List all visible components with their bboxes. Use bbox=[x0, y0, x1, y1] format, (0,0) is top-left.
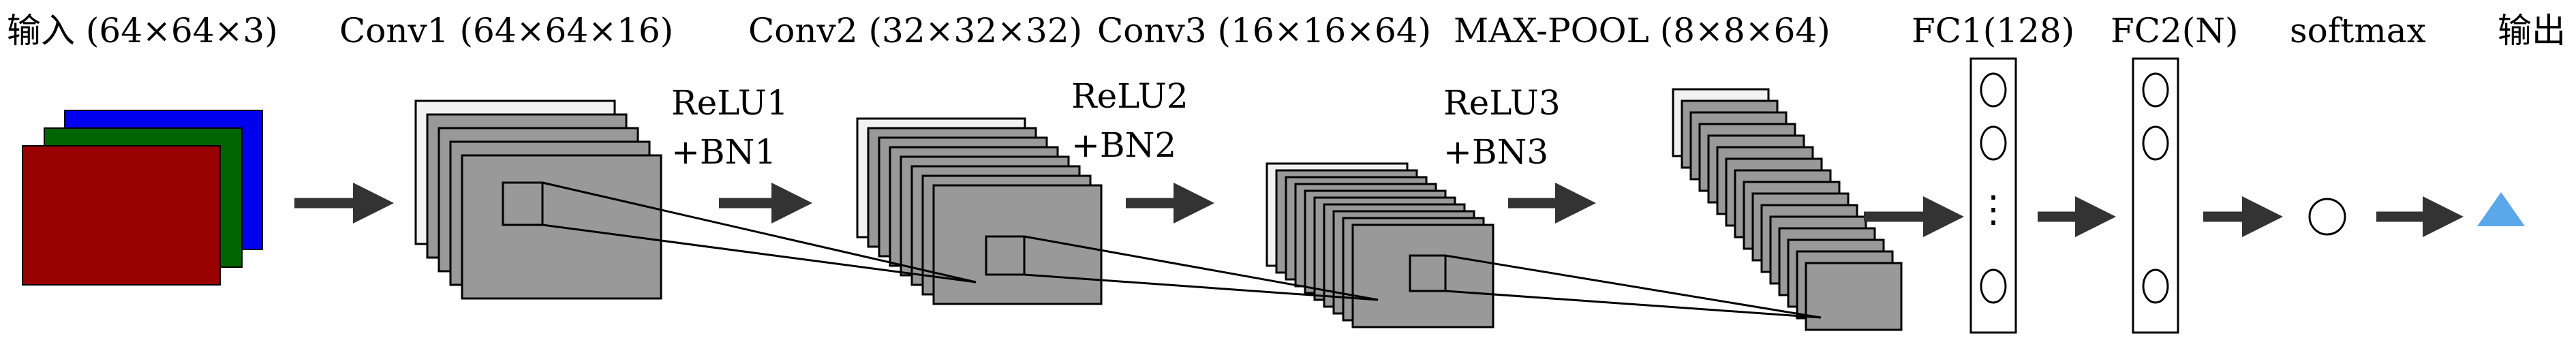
label-input: 输入 (64×64×3) bbox=[7, 11, 278, 50]
conv1-kernel-box bbox=[502, 181, 544, 226]
op1-relu-label: ReLU1 bbox=[671, 83, 788, 123]
op2-bn-label: +BN2 bbox=[1071, 125, 1176, 165]
fc2-neuron bbox=[2142, 268, 2169, 304]
fc2-neuron bbox=[2142, 72, 2169, 108]
fc1-neuron bbox=[1980, 72, 2007, 108]
conv3-projection-line-top bbox=[1445, 254, 1822, 319]
conv3-projection-line-bottom bbox=[1445, 290, 1822, 319]
conv1-projection-line-top bbox=[542, 181, 977, 283]
conv3-kernel-box bbox=[1409, 254, 1447, 292]
label-fc2: FC2(N) bbox=[2111, 11, 2239, 50]
label-maxpool: MAX-POOL (8×8×64) bbox=[1454, 11, 1830, 50]
conv3-map bbox=[1351, 224, 1494, 328]
fc1-layer: ⋮ bbox=[1969, 57, 2017, 334]
conv2-kernel-box bbox=[985, 235, 1026, 276]
label-softmax: softmax bbox=[2290, 11, 2426, 50]
conv3-feature-maps bbox=[1266, 162, 1494, 328]
op1-bn-label: +BN1 bbox=[671, 132, 776, 172]
maxpool-feature-maps bbox=[1672, 88, 1903, 331]
conv1-projection-line-bottom bbox=[542, 224, 977, 283]
fc2-layer bbox=[2132, 57, 2179, 334]
label-output: 输出 bbox=[2498, 11, 2566, 50]
label-conv3: Conv3 (16×16×64) bbox=[1097, 11, 1431, 50]
flow-arrows bbox=[294, 183, 2464, 237]
label-fc1: FC1(128) bbox=[1912, 11, 2074, 50]
conv2-projection-line-top bbox=[1024, 235, 1379, 301]
conv1-feature-maps bbox=[414, 99, 662, 300]
conv2-feature-maps bbox=[856, 117, 1103, 305]
label-conv1: Conv1 (64×64×16) bbox=[339, 11, 673, 50]
conv2-kernel-projection bbox=[985, 235, 1379, 301]
fc1-ellipsis: ⋮ bbox=[1975, 187, 2012, 230]
conv2-projection-line-bottom bbox=[1024, 273, 1379, 301]
maxpool-map bbox=[1805, 262, 1903, 331]
op3-relu-label: ReLU3 bbox=[1443, 83, 1561, 123]
op2-relu-label: ReLU2 bbox=[1071, 76, 1189, 116]
input-image-stack bbox=[22, 110, 263, 286]
op3-bn-label: +BN3 bbox=[1443, 132, 1548, 172]
conv1-kernel-projection bbox=[502, 181, 977, 283]
label-conv2: Conv2 (32×32×32) bbox=[748, 11, 1082, 50]
softmax-node bbox=[2308, 198, 2346, 236]
output-triangle-icon bbox=[2477, 192, 2525, 226]
conv3-kernel-projection bbox=[1409, 254, 1822, 319]
fc1-neuron bbox=[1980, 125, 2007, 161]
fc2-neuron bbox=[2142, 125, 2169, 161]
input-channel-red bbox=[22, 145, 221, 286]
fc1-neuron bbox=[1980, 268, 2007, 304]
conv2-map bbox=[932, 184, 1103, 305]
